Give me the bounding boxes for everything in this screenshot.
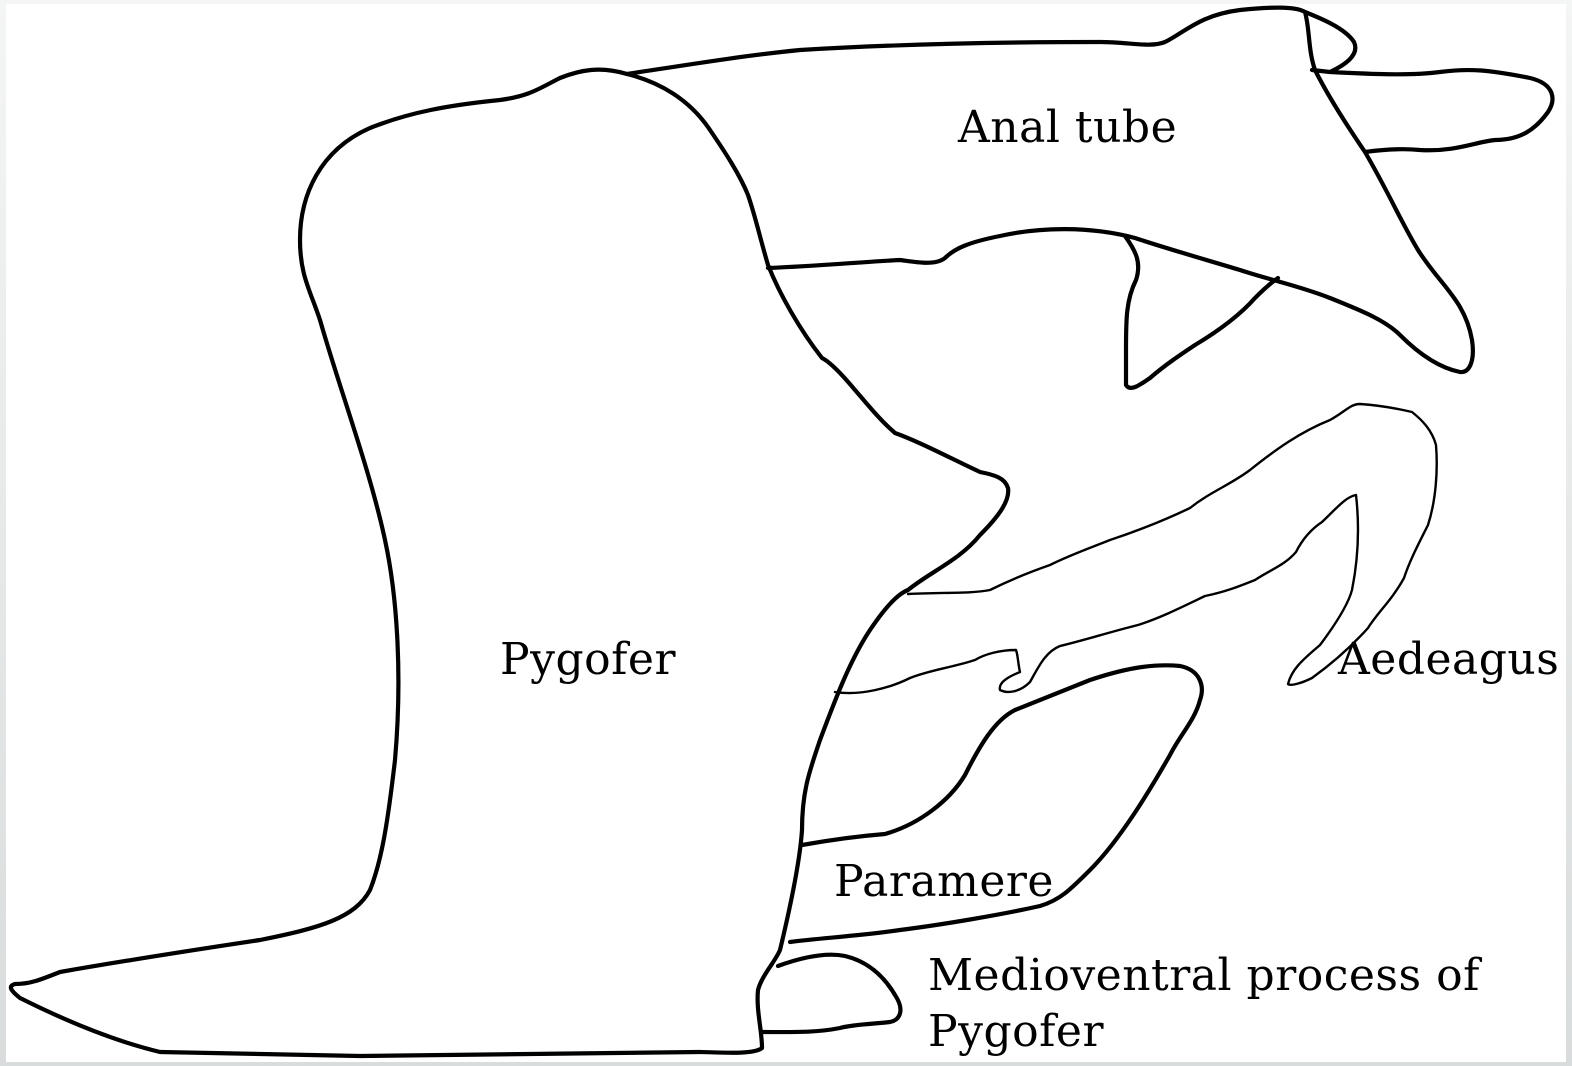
paramere-label: Paramere (834, 854, 1054, 910)
aedeagus-label: Aedeagus (1338, 632, 1559, 688)
anal-tube-label: Anal tube (958, 100, 1177, 156)
medioventral-process-label-line1: Medioventral process of (928, 948, 1480, 1004)
pygofer-label: Pygofer (500, 632, 676, 688)
medioventral-process-outline (762, 955, 900, 1032)
medioventral-process-label-line2: Pygofer (928, 1004, 1104, 1060)
anal-tube-process (1305, 12, 1552, 152)
